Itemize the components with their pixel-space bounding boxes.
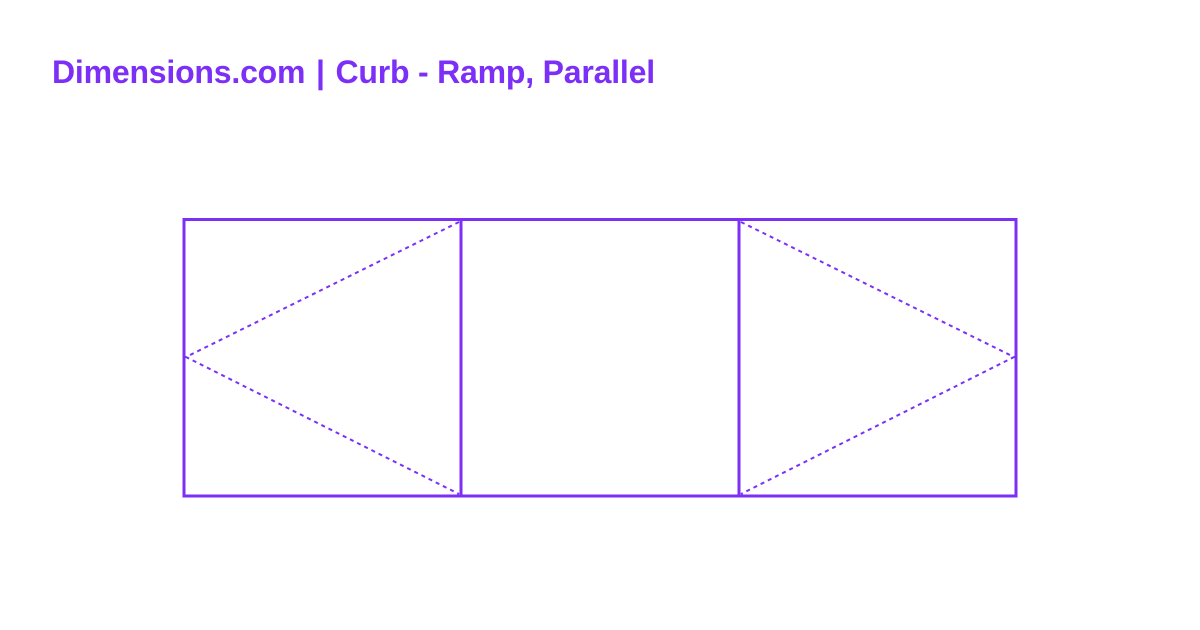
left-flare-slope-lines: [183, 221, 460, 495]
right-flare-slope-lines: [740, 221, 1017, 495]
title-separator: |: [315, 54, 325, 90]
subject-name: Curb - Ramp, Parallel: [335, 54, 655, 90]
site-name: Dimensions.com: [52, 54, 306, 90]
page-title: Dimensions.com | Curb - Ramp, Parallel: [52, 52, 655, 92]
ramp-outline: [182, 218, 1018, 498]
